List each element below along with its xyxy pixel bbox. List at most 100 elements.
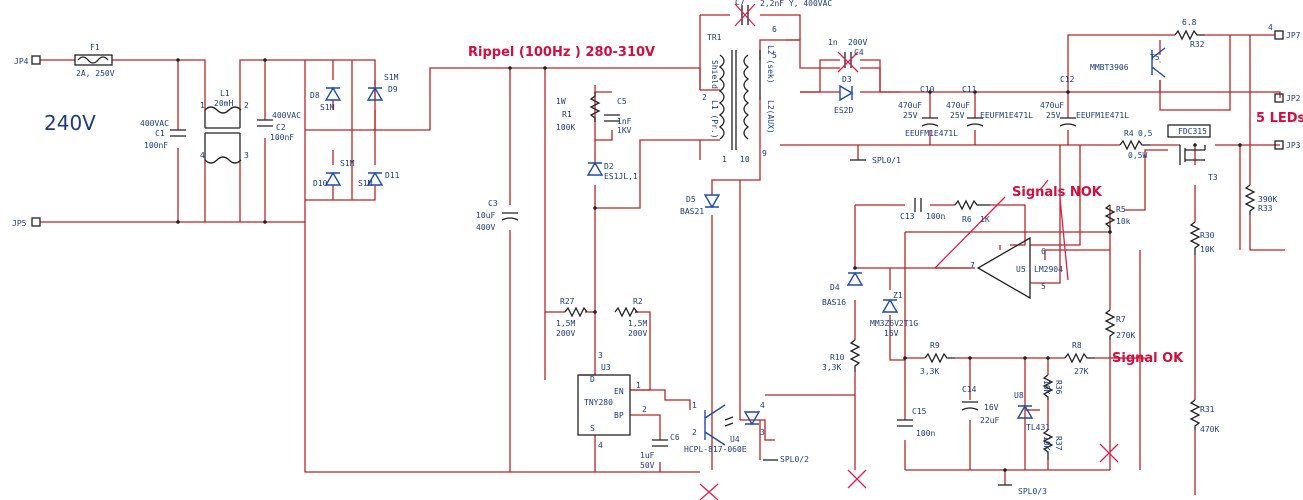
jp5-label: JP5	[12, 219, 27, 228]
signals-nok-annotation: Signals NOK	[1012, 185, 1103, 200]
r9-ref: R9	[930, 341, 940, 350]
r8-ref: R8	[1072, 341, 1082, 350]
capacitor-c13	[914, 198, 922, 212]
r33-value: 390K	[1258, 195, 1277, 204]
c2-value1: 400VAC	[272, 111, 301, 120]
c10-value1: 470uF	[898, 101, 922, 110]
connector-jp4	[31, 55, 41, 65]
r2-ref: R2	[633, 297, 643, 306]
u5-pin5: 5	[1041, 282, 1046, 291]
u5-ref: U5	[1016, 265, 1026, 274]
c11-value2: 25V	[950, 111, 965, 120]
resistor-r37	[1042, 429, 1054, 460]
c15-value: 100n	[916, 429, 935, 438]
l1-pin2: 2	[244, 101, 249, 110]
r5-ref: R5	[1116, 205, 1126, 214]
tr1-aux: L2(AUX)	[766, 100, 775, 134]
d3-ref: D3	[842, 75, 852, 84]
r36-value: 10K	[1042, 380, 1051, 395]
resistor-r7	[1104, 309, 1116, 340]
connector-jp3	[1274, 140, 1284, 150]
tr1-ref: TR1	[707, 33, 722, 42]
tr-pin2: 2	[702, 93, 707, 102]
r2-value2: 200V	[628, 329, 647, 338]
r32-value: 6.8	[1182, 18, 1197, 27]
r33-ref: R33	[1258, 204, 1273, 213]
jp3-label: JP3	[1286, 141, 1301, 150]
labels: 240V Rippel (100Hz ) 280-310V Signals NO…	[12, 0, 1303, 496]
c2-ref: C2	[276, 123, 286, 132]
c6-value1: 1uF	[640, 451, 655, 460]
mosfet-t3	[1179, 145, 1206, 165]
t3-ref: T3	[1208, 173, 1218, 182]
c2-value2: 100nF	[270, 133, 294, 142]
d2-value: ES1JL,1	[604, 172, 638, 181]
c4-value2: 200V	[848, 38, 867, 47]
r6-ref: R6	[962, 215, 972, 224]
d5-ref: D5	[686, 195, 696, 204]
r7-value: 270K	[1116, 331, 1135, 340]
c3-ref: C3	[488, 199, 498, 208]
u3-pin-bp: BP	[614, 411, 624, 420]
d4-ref: D4	[830, 283, 840, 292]
r6-value: 1K	[980, 215, 990, 224]
u3-pin-d: D	[590, 375, 595, 384]
u8-value: TL431	[1026, 423, 1050, 432]
c6-ref: C6	[670, 433, 680, 442]
tr-pin6: 6	[772, 25, 777, 34]
tr1-secondary: L2 (sek)	[766, 45, 775, 84]
u3-ref: U3	[601, 363, 611, 372]
c5-ref: C5	[617, 97, 627, 106]
capacitor-c10	[921, 117, 939, 127]
wires	[40, 14, 1285, 495]
shunt-u8	[1016, 404, 1034, 419]
c12-part: EEUFM1E471L	[1076, 111, 1129, 120]
resistor-r10	[849, 339, 861, 372]
r37-value: 10K	[1042, 436, 1051, 451]
t5-value: MMBT3906	[1090, 63, 1129, 72]
r4-ref: R4	[1124, 129, 1134, 138]
l1-ref: L1	[220, 89, 230, 98]
c7-value: 2,2nF Y, 400VAC	[760, 0, 832, 8]
resistor-r1	[589, 92, 601, 122]
c12-ref: C12	[1060, 75, 1075, 84]
c12-value2: 25V	[1046, 111, 1061, 120]
u3-value: TNY280	[584, 398, 613, 407]
tr1-shield: Shield	[710, 60, 719, 89]
capacitor-c1	[170, 129, 186, 137]
resistor-r27	[564, 306, 588, 318]
r4-value1: 0,5	[1138, 129, 1153, 138]
r31-ref: R31	[1200, 405, 1215, 414]
diode-d4	[846, 271, 864, 286]
c5-value1: 1nF	[617, 117, 632, 126]
capacitor-c15	[897, 419, 913, 427]
r8-value: 27K	[1074, 367, 1089, 376]
resistor-r36	[1042, 374, 1054, 400]
c1-value2: 100nF	[144, 141, 168, 150]
c6-value2: 50V	[640, 461, 655, 470]
c7-ref: C7	[735, 0, 745, 7]
u4-pin1: 1	[692, 401, 697, 410]
diode-d3	[839, 84, 854, 102]
r32-ref: R32	[1190, 40, 1205, 49]
r10-value: 3,3K	[822, 363, 841, 372]
c1-ref: C1	[155, 129, 165, 138]
resistor-r9	[924, 352, 955, 364]
leds-annotation: 5 LEDs	[1256, 111, 1303, 126]
r36-ref: R36	[1054, 380, 1063, 395]
cross-mark-2	[847, 469, 867, 489]
d3-value: ES2D	[834, 106, 853, 115]
diode-d9	[366, 86, 384, 101]
tr-pin1: 1	[722, 155, 727, 164]
r30-ref: R30	[1200, 231, 1215, 240]
f1-ref: F1	[90, 43, 100, 52]
u3-pin4: 4	[598, 441, 603, 450]
diode-d5	[703, 194, 721, 209]
resistor-r31	[1189, 399, 1201, 430]
r31-value: 470K	[1200, 425, 1219, 434]
capacitor-c11	[966, 117, 984, 127]
u5-value: LM2904	[1034, 265, 1063, 274]
mosfet-t3-box	[1167, 124, 1211, 138]
c1-value1: 400VAC	[140, 119, 169, 128]
